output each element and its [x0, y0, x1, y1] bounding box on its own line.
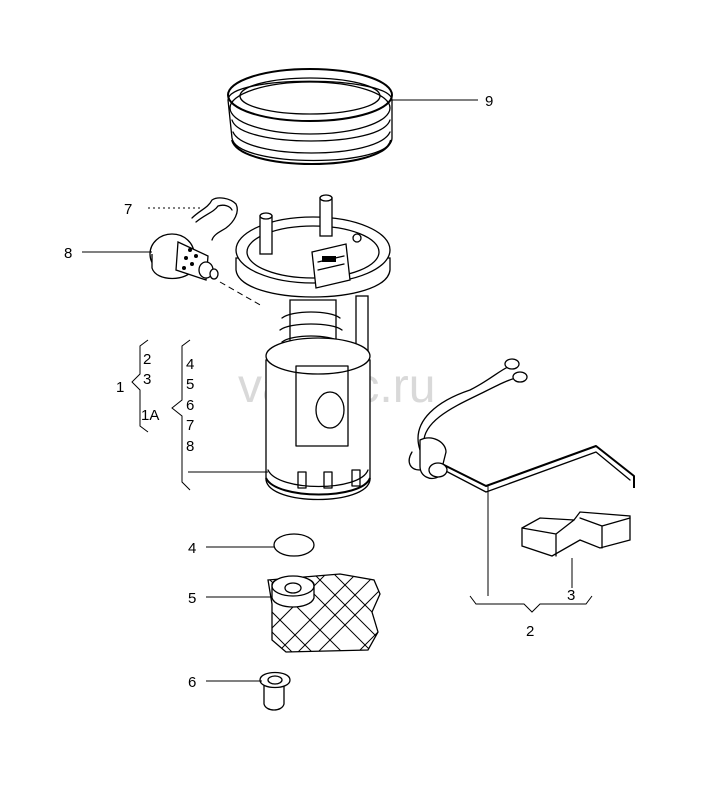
- callout-2: 2: [526, 623, 534, 640]
- callout-group-8: 8: [186, 438, 194, 455]
- callout-7: 7: [124, 201, 132, 218]
- callout-1a: 1A: [141, 407, 159, 424]
- callout-group-3: 3: [143, 371, 151, 388]
- callout-9: 9: [485, 93, 493, 110]
- brace-1: [131, 339, 149, 433]
- assembly-line-8: [219, 281, 263, 307]
- callout-group-7: 7: [186, 417, 194, 434]
- callout-group-2: 2: [143, 351, 151, 368]
- part-8-pressure-regulator: [149, 233, 219, 281]
- callout-group-5: 5: [186, 376, 194, 393]
- callout-6: 6: [188, 674, 196, 691]
- brace-1a: [171, 339, 191, 491]
- callout-group-4: 4: [186, 356, 194, 373]
- part-2-level-sender: [408, 358, 635, 493]
- bracket-2: [469, 595, 593, 613]
- part-3-float: [521, 511, 631, 557]
- part-7-clip: [191, 197, 238, 241]
- callout-5: 5: [188, 590, 196, 607]
- part-9-seal-ring: [227, 68, 393, 165]
- callout-group-6: 6: [186, 397, 194, 414]
- part-6-sleeve: [259, 671, 291, 711]
- part-4-o-ring: [273, 533, 315, 557]
- part-5-filter: [267, 573, 381, 653]
- callout-1: 1: [116, 379, 124, 396]
- part-1-fuel-pump-assembly: [235, 194, 391, 501]
- callout-4: 4: [188, 540, 196, 557]
- callout-3: 3: [567, 587, 575, 604]
- callout-8: 8: [64, 245, 72, 262]
